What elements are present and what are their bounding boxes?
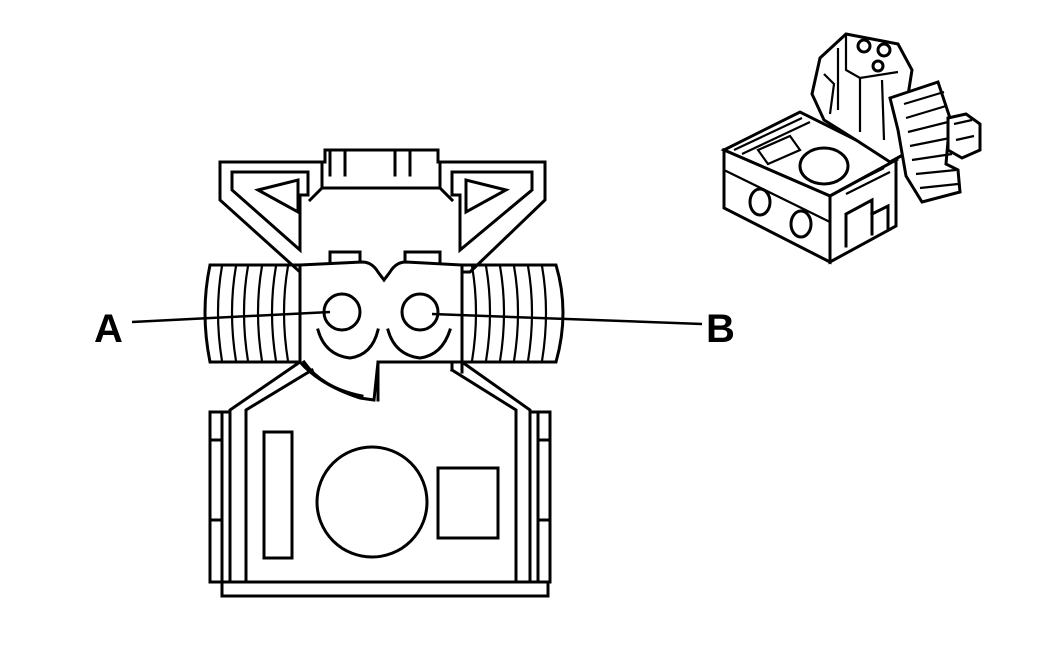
callout-a: A [94, 307, 331, 351]
iso-side-tab [946, 112, 982, 160]
iso-cavity-2 [789, 209, 813, 239]
connector-front-view [203, 148, 565, 598]
callout-b: B [431, 307, 735, 351]
terminal-cavity-b [400, 292, 440, 332]
connector-top-latch [218, 148, 547, 274]
connector-left-sleeve [203, 263, 302, 364]
connector-terminal-housing [298, 260, 464, 402]
housing-square-window [436, 466, 500, 540]
iso-cavity-1 [748, 187, 772, 217]
callout-a-leader [131, 310, 331, 324]
connector-right-sleeve [460, 263, 565, 364]
callout-a-label: A [94, 307, 123, 351]
housing-slot [262, 430, 294, 560]
connector-isometric-view [720, 32, 982, 265]
callout-b-label: B [706, 307, 735, 351]
connector-lower-housing [208, 359, 552, 598]
housing-round-window [315, 445, 429, 559]
callout-b-leader [431, 312, 703, 326]
